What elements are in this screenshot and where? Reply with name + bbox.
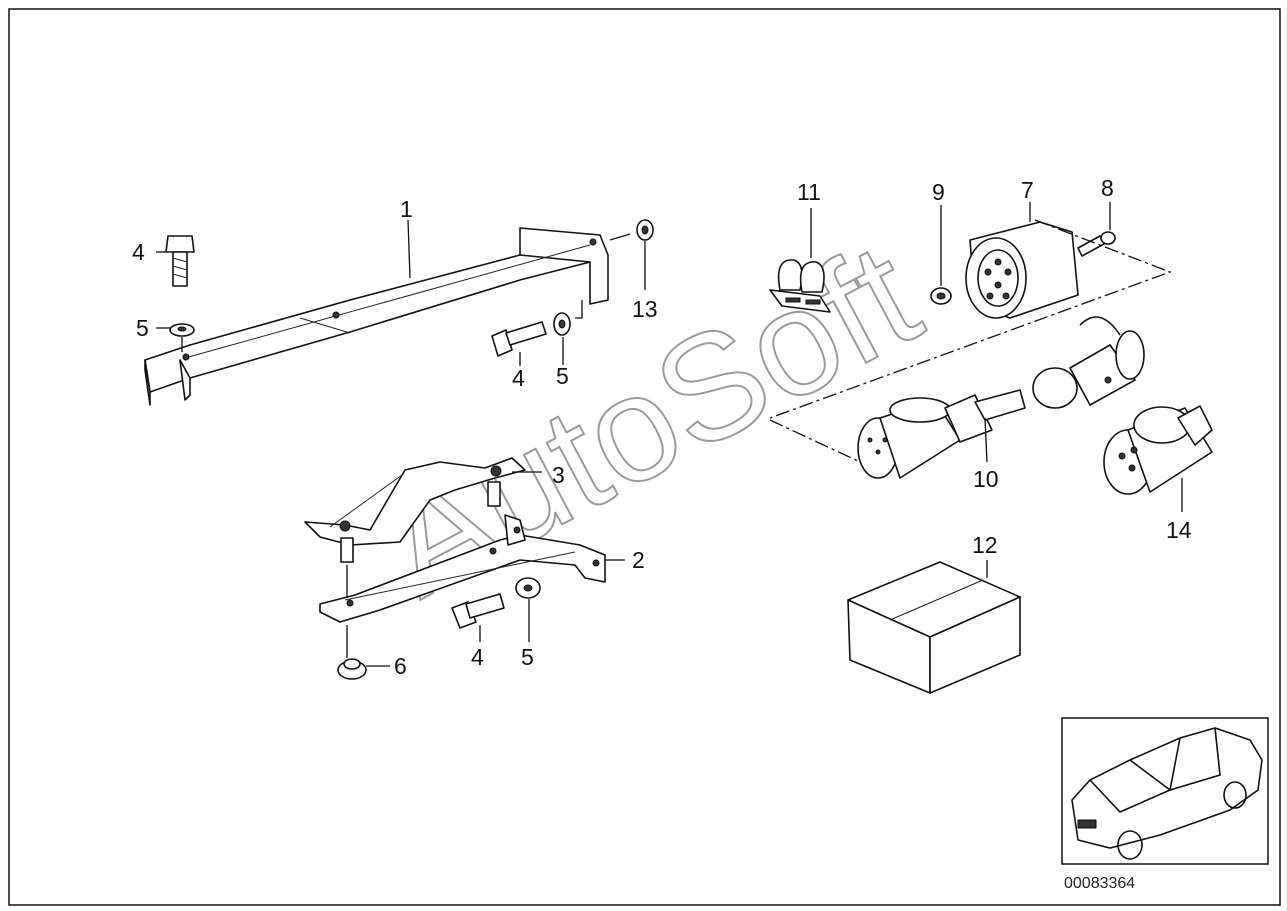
- callout-8: 8: [1101, 175, 1114, 201]
- part-3-bracket-strap[interactable]: [304, 457, 526, 546]
- part-5-washer-lower[interactable]: [515, 577, 541, 599]
- callout-13: 13: [632, 296, 658, 322]
- part-9-nut[interactable]: [930, 287, 952, 305]
- callout-10: 10: [973, 466, 999, 492]
- callout-1: 1: [400, 196, 413, 222]
- part-5-washer-upper-left[interactable]: [169, 323, 195, 337]
- part-13-washer[interactable]: [636, 219, 654, 241]
- car-thumbnail-icon: [1071, 727, 1263, 860]
- part-7-trailer-socket[interactable]: [965, 221, 1079, 319]
- callout-7: 7: [1021, 177, 1034, 203]
- callout-5-lower: 5: [521, 644, 534, 670]
- diagram-frame: [8, 8, 1281, 906]
- part-1-bracket-beam[interactable]: [144, 227, 609, 406]
- part-2-bracket-plate[interactable]: [319, 514, 606, 623]
- part-14-socket-adapter[interactable]: [1103, 405, 1213, 495]
- callout-4-upper: 4: [132, 239, 145, 265]
- part-11-cable-clip[interactable]: [769, 259, 831, 313]
- callout-5-upper: 5: [136, 315, 149, 341]
- part-5-washer-mid[interactable]: [553, 312, 571, 336]
- callout-9: 9: [932, 179, 945, 205]
- callout-6: 6: [394, 653, 407, 679]
- callout-4-lower: 4: [471, 644, 484, 670]
- callout-11: 11: [797, 179, 821, 205]
- callout-4-mid: 4: [512, 365, 525, 391]
- diagram-number: 00083364: [1064, 875, 1135, 892]
- part-4-bolt-mid[interactable]: [491, 321, 547, 357]
- part-10-adapter-cable[interactable]: [857, 316, 1145, 479]
- part-4-bolt-upper[interactable]: [165, 235, 195, 287]
- callout-5-mid: 5: [556, 363, 569, 389]
- part-4-bolt-lower[interactable]: [451, 593, 505, 629]
- callout-14: 14: [1166, 517, 1192, 543]
- part-bolts-bracket[interactable]: [340, 481, 501, 563]
- part-6-nut[interactable]: [337, 658, 367, 680]
- car-thumbnail-frame: [1061, 717, 1269, 865]
- callout-2: 2: [632, 547, 645, 573]
- callout-12: 12: [972, 532, 998, 558]
- part-8-screw[interactable]: [1077, 231, 1116, 257]
- part-12-parts-box[interactable]: [847, 561, 1021, 694]
- callout-3: 3: [552, 462, 565, 488]
